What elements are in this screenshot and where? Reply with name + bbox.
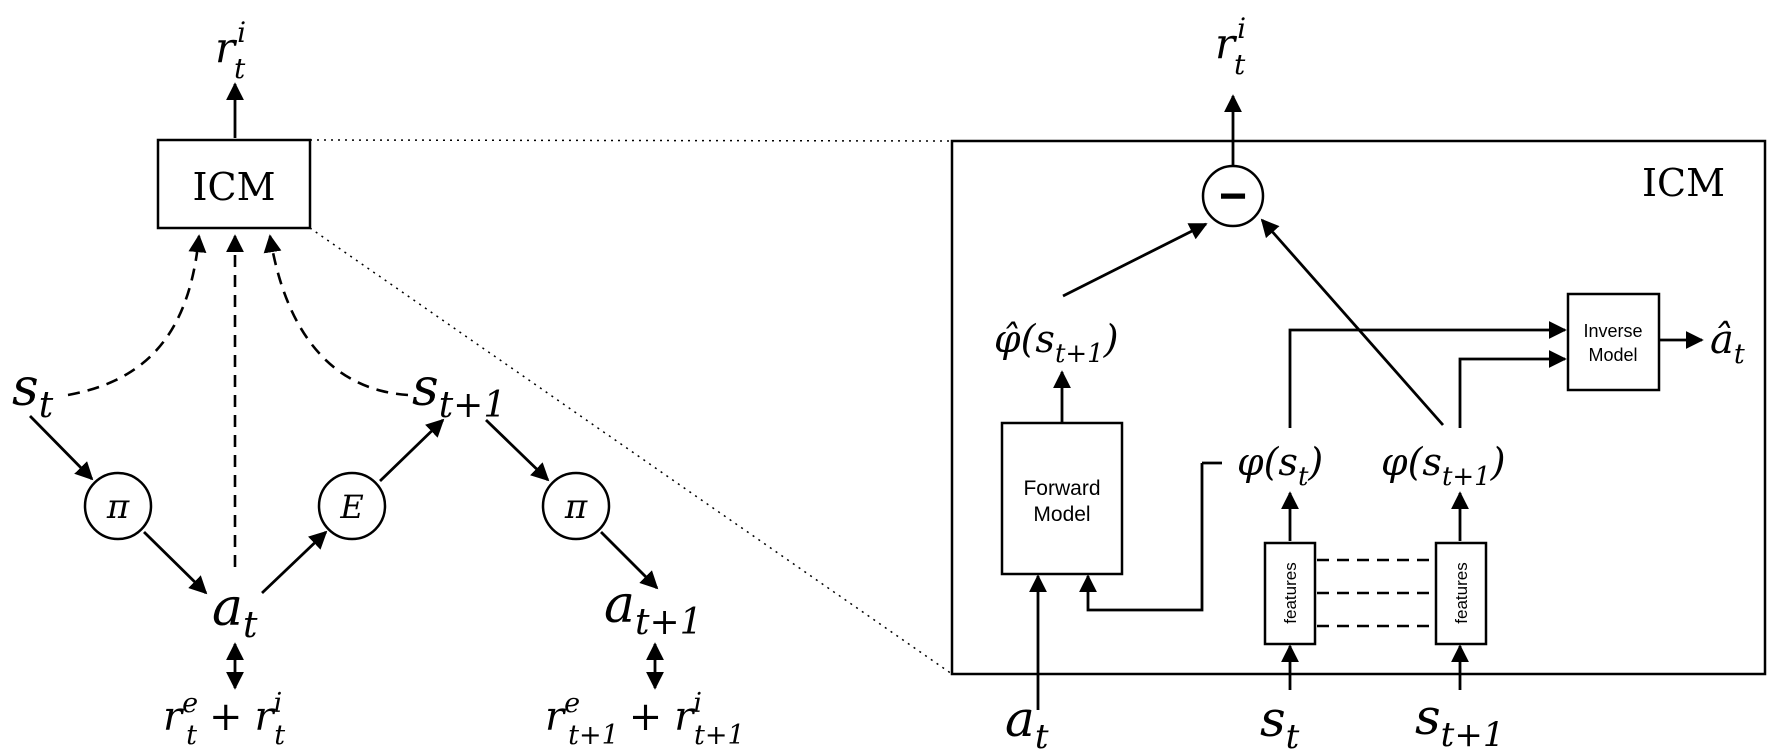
right-icm-label: ICM xyxy=(1642,161,1725,205)
arrow-phihat-to-minus xyxy=(1062,222,1208,298)
environment-node xyxy=(317,471,387,541)
dashed-arrow-st-to-icm xyxy=(67,234,207,397)
a-hat-label: ât xyxy=(1710,317,1745,370)
forward-model-box xyxy=(1000,421,1124,576)
arrow-phist1-to-inverse xyxy=(1458,350,1567,428)
zoom-line-top xyxy=(309,139,953,142)
arrow-phist1-to-minus xyxy=(1260,218,1445,426)
features-box-2 xyxy=(1434,541,1488,646)
arrow-phist-to-inverse xyxy=(1288,321,1567,428)
input-action-t: at xyxy=(1005,690,1049,756)
forward-model-line1: Forward xyxy=(1023,477,1100,500)
dashed-arrow-st1-to-icm xyxy=(263,234,409,397)
arrow-env-to-st1 xyxy=(379,418,445,483)
phi-hat-label: φ̂(st+1) xyxy=(994,317,1119,369)
inverse-model-line1: Inverse xyxy=(1583,321,1642,341)
forward-model-line2: Model xyxy=(1033,503,1090,526)
arrow-st1-to-policy xyxy=(485,418,550,482)
environment-symbol: E xyxy=(339,488,363,526)
policy-node-2 xyxy=(541,471,611,541)
left-state-t: st xyxy=(12,358,54,426)
left-icm-label: ICM xyxy=(193,165,276,209)
inverse-model-line2: Model xyxy=(1588,345,1637,365)
left-action-t1: at+1 xyxy=(604,575,703,643)
arrow-phist-to-forward xyxy=(1079,463,1204,612)
subtraction-node xyxy=(1201,164,1265,228)
policy-symbol-1: π xyxy=(106,487,130,527)
phi-st-label: φ(st) xyxy=(1237,440,1323,492)
arrow-policy-to-at xyxy=(143,531,208,595)
policy-symbol-2: π xyxy=(564,487,588,527)
phi-st1-label: φ(st+1) xyxy=(1381,440,1506,492)
input-state-t1: st+1 xyxy=(1415,688,1504,755)
arrow-at-to-env xyxy=(261,530,328,595)
features-label-2: features xyxy=(1452,562,1471,623)
inverse-model-box xyxy=(1566,292,1661,392)
features-box-1 xyxy=(1263,541,1317,646)
left-state-t1: st+1 xyxy=(412,358,506,426)
zoom-line-bottom xyxy=(309,227,953,675)
arrow-st-to-policy xyxy=(29,415,94,481)
input-state-t: st xyxy=(1260,690,1300,756)
policy-node-1 xyxy=(83,471,153,541)
left-icm-box xyxy=(156,138,312,230)
features-label-1: features xyxy=(1281,562,1300,623)
left-action-t: at xyxy=(212,578,258,646)
arrow-policy-to-at1 xyxy=(600,531,659,590)
minus-icon: − xyxy=(1219,170,1247,223)
